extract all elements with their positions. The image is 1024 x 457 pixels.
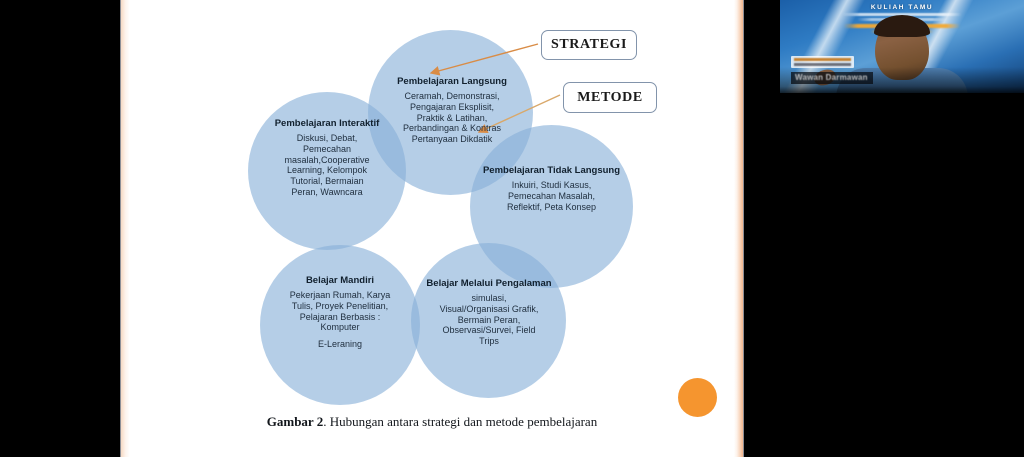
- label-belajar-melalui-pengalaman: Belajar Melalui Pengalaman simulasi, Vis…: [408, 278, 570, 347]
- figure-caption: Gambar 2. Hubungan antara strategi dan m…: [130, 414, 734, 430]
- label-heading: Belajar Mandiri: [305, 275, 375, 286]
- slide-content: Pembelajaran Interaktif Diskusi, Debat, …: [130, 0, 734, 457]
- label-body: Ceramah, Demonstrasi, Pengajaran Eksplis…: [402, 90, 502, 145]
- label-heading: Pembelajaran Langsung: [397, 76, 507, 87]
- shared-slide: Pembelajaran Interaktif Diskusi, Debat, …: [120, 0, 744, 457]
- label-belajar-mandiri: Belajar Mandiri Pekerjaan Rumah, Karya T…: [254, 275, 426, 350]
- label-heading: Belajar Melalui Pengalaman: [426, 278, 552, 289]
- label-heading: Pembelajaran Tidak Langsung: [482, 165, 621, 176]
- orange-dot-decoration: [678, 378, 717, 417]
- slide-left-accent: [121, 0, 130, 457]
- label-pembelajaran-interaktif: Pembelajaran Interaktif Diskusi, Debat, …: [238, 118, 416, 198]
- label-heading: Pembelajaran Interaktif: [274, 118, 380, 129]
- label-pembelajaran-tidak-langsung: Pembelajaran Tidak Langsung Inkuiri, Stu…: [470, 165, 633, 212]
- callout-metode[interactable]: METODE: [563, 82, 657, 113]
- label-body: simulasi, Visual/Organisasi Grafik, Berm…: [439, 292, 539, 347]
- webcam-vignette: [780, 0, 1024, 93]
- label-body: Diskusi, Debat, Pemecahan masalah,Cooper…: [284, 132, 370, 198]
- label-pembelajaran-langsung: Pembelajaran Langsung Ceramah, Demonstra…: [362, 76, 542, 145]
- webcam-video-panel[interactable]: KULIAH TAMU Wawan Darmawan: [780, 0, 1024, 93]
- circle-belajar-melalui-pengalaman: [411, 243, 566, 398]
- callout-strategi[interactable]: STRATEGI: [541, 30, 637, 60]
- label-body: Pekerjaan Rumah, Karya Tulis, Proyek Pen…: [289, 289, 391, 350]
- circle-belajar-mandiri: [260, 245, 420, 405]
- figure-caption-text: . Hubungan antara strategi dan metode pe…: [323, 414, 598, 429]
- figure-caption-number: Gambar 2: [266, 414, 324, 429]
- slide-right-border: [743, 0, 744, 457]
- label-body: Inkuiri, Studi Kasus, Pemecahan Masalah,…: [506, 179, 597, 212]
- slide-right-accent: [734, 0, 743, 457]
- slide-left-border: [120, 0, 121, 457]
